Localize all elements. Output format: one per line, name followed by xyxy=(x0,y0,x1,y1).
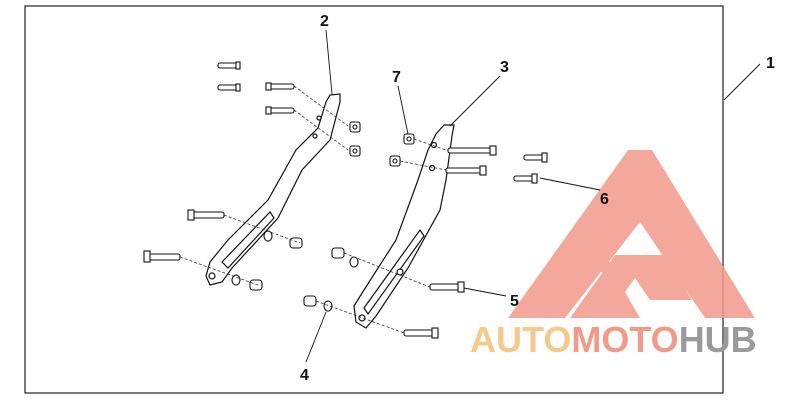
spacer xyxy=(289,237,303,249)
watermark-moto: MOTO xyxy=(571,319,678,360)
bolt xyxy=(429,281,465,293)
callout-1: 1 xyxy=(766,55,775,72)
callout-6: 6 xyxy=(600,191,609,208)
nuts xyxy=(349,121,415,167)
washer xyxy=(323,300,333,312)
right-bracket xyxy=(353,124,455,329)
watermark-logo xyxy=(508,150,755,318)
watermark-text: AUTOMOTOHUB xyxy=(470,319,757,360)
spacer xyxy=(303,295,317,307)
leader-lines xyxy=(305,29,761,363)
watermark-auto: AUTO xyxy=(470,319,571,360)
callout-2: 2 xyxy=(320,13,329,30)
bolt xyxy=(265,106,295,115)
callout-7: 7 xyxy=(392,69,401,86)
bolt xyxy=(143,250,181,263)
bolt xyxy=(513,173,538,184)
spacers xyxy=(231,230,359,312)
spacer xyxy=(249,279,263,291)
callout-4: 4 xyxy=(300,367,309,384)
bolt xyxy=(217,83,241,92)
nut xyxy=(389,155,401,167)
washer xyxy=(263,230,273,242)
nut xyxy=(403,133,415,145)
assembly-lines xyxy=(179,85,447,334)
washer xyxy=(349,256,359,268)
bolt xyxy=(403,327,439,339)
bolt xyxy=(447,145,497,156)
bolt xyxy=(187,209,225,221)
callout-3: 3 xyxy=(500,59,509,76)
bolts xyxy=(143,61,548,339)
diagram-frame xyxy=(24,5,724,394)
nut xyxy=(349,145,361,157)
bolt xyxy=(445,165,487,176)
bolt xyxy=(217,61,241,70)
bolt xyxy=(523,152,548,163)
logo-triangle-outer xyxy=(508,150,755,318)
spacer xyxy=(331,247,345,259)
logo-bar xyxy=(600,262,672,272)
bolt xyxy=(265,82,295,91)
watermark-hub: HUB xyxy=(679,319,757,360)
callout-5: 5 xyxy=(510,293,519,310)
nut xyxy=(349,121,361,133)
left-bracket xyxy=(205,93,341,286)
